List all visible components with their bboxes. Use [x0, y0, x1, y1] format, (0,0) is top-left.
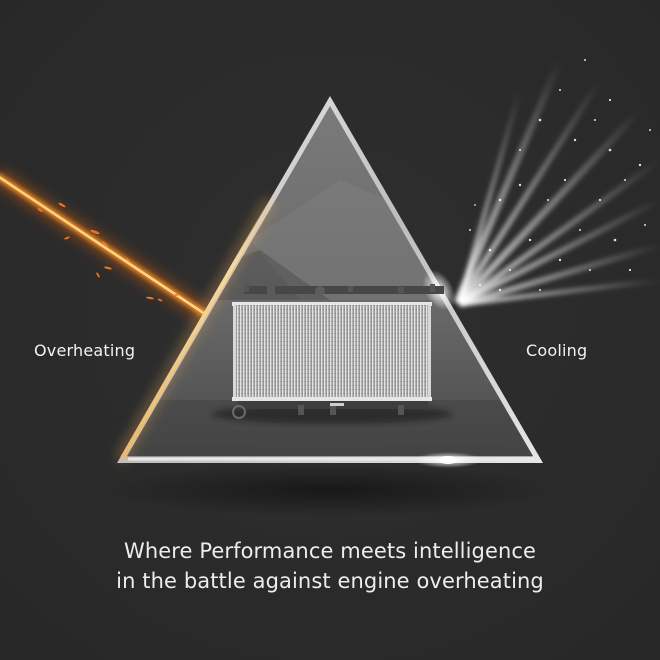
tagline: Where Performance meets intelligence in …: [0, 536, 660, 596]
radiator-icon: [212, 283, 452, 424]
cooling-label: Cooling: [526, 341, 588, 360]
fire-beam-icon: [0, 167, 213, 324]
mist-spray-icon: [454, 56, 660, 307]
tagline-line-2: in the battle against engine overheating: [116, 569, 544, 593]
floor-shadow: [100, 464, 560, 516]
overheating-label: Overheating: [34, 341, 136, 360]
tagline-line-1: Where Performance meets intelligence: [123, 539, 537, 563]
